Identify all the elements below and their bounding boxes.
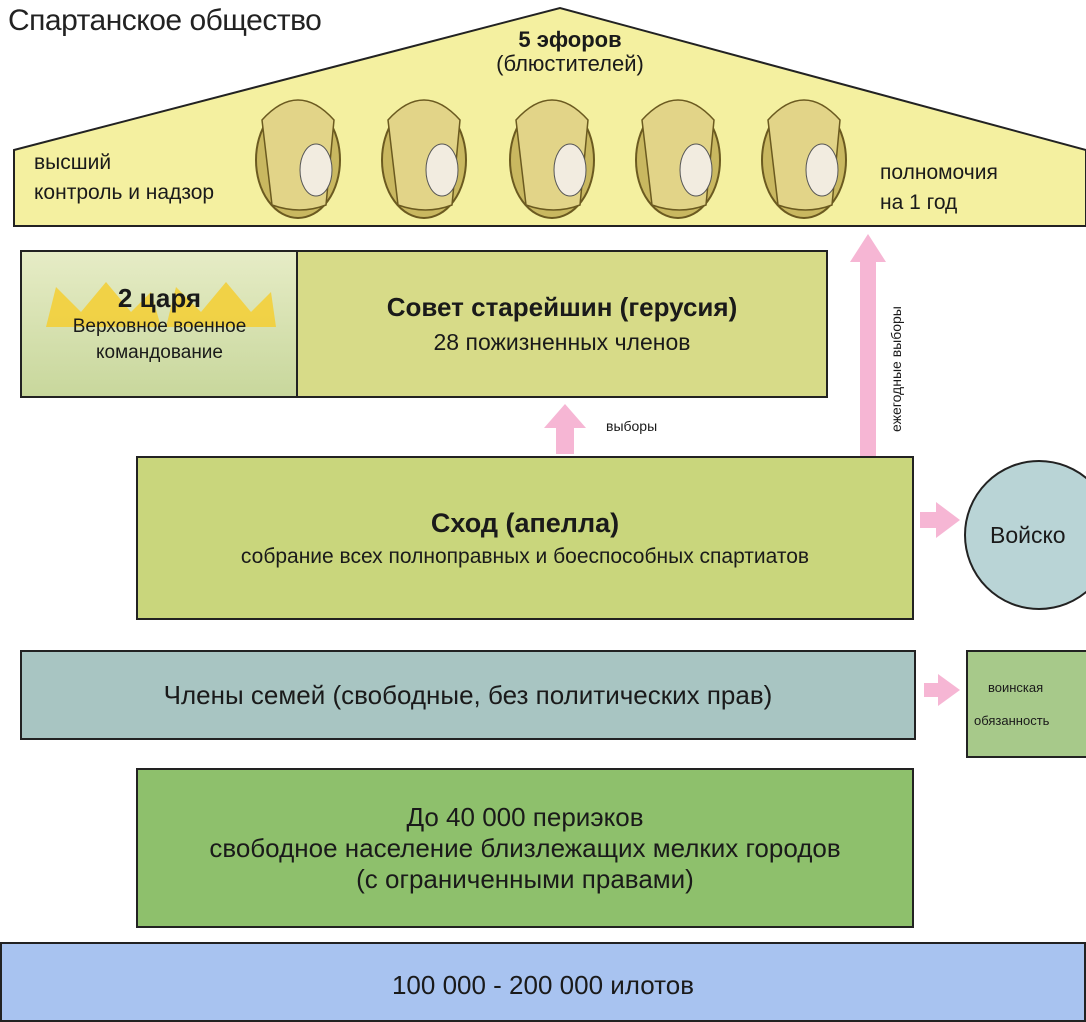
ephors-title: 5 эфоров [518, 27, 622, 52]
army-arrow [920, 502, 960, 538]
annual-elections-label: ежегодные выборы [888, 306, 904, 432]
pediment-roof [13, 6, 1086, 227]
perioeci-box: До 40 000 периэков свободное население б… [136, 768, 914, 928]
perioeci-line2: свободное население близлежащих мелких г… [209, 832, 841, 863]
elections-label: выборы [606, 418, 658, 434]
families-text: Члены семей (свободные, без политических… [163, 679, 773, 710]
kings-box: 2 царя Верховное военное командование [20, 250, 298, 398]
families-box: Члены семей (свободные, без политических… [20, 650, 916, 740]
military-duty-line2: обязанность [974, 713, 1050, 728]
gerousia-box: Совет старейшин (герусия) 28 пожизненных… [296, 250, 828, 398]
helmet-icon [635, 99, 721, 219]
annual-elections-arrow [850, 234, 886, 456]
helots-box: 100 000 - 200 000 илотов [0, 942, 1086, 1022]
helmet-icon [255, 99, 341, 219]
ephors-term-line1: полномочия [880, 161, 998, 184]
gerousia-subtitle: 28 пожизненных членов [433, 329, 691, 355]
helmet-icon [761, 99, 847, 219]
duty-arrow [924, 674, 960, 706]
apella-title: Сход (апелла) [430, 507, 620, 538]
ephors-term-line2: на 1 год [880, 191, 958, 214]
kings-title: 2 царя [117, 282, 202, 313]
army-circle: Войско [964, 460, 1086, 610]
ephors-label: 5 эфоров (блюстителей) [470, 28, 670, 76]
ephors-control-text: высший контроль и надзор [34, 148, 214, 208]
military-duty-box: воинская обязанность [966, 650, 1086, 758]
helmet-icon [509, 99, 595, 219]
kings-line1: Верховное военное [72, 315, 247, 337]
apella-box: Сход (апелла) собрание всех полноправных… [136, 456, 914, 620]
ephors-subtitle: (блюстителей) [496, 51, 644, 76]
diagram-title: Спартанское общество [8, 4, 322, 37]
kings-line2: командование [96, 341, 223, 363]
military-duty-line1: воинская [988, 680, 1044, 695]
perioeci-line3: (с ограниченными правами) [356, 863, 694, 894]
ephors-term-text: полномочия на 1 год [880, 158, 998, 218]
ephors-control-line1: высший [34, 151, 112, 174]
elections-arrow [544, 404, 586, 454]
army-label: Войско [990, 521, 1066, 548]
crown-icon [46, 282, 276, 327]
gerousia-title: Совет старейшин (герусия) [386, 292, 738, 322]
perioeci-line1: До 40 000 периэков [406, 801, 644, 832]
ephors-control-line2: контроль и надзор [34, 181, 215, 204]
helots-text: 100 000 - 200 000 илотов [391, 970, 695, 1000]
apella-subtitle: собрание всех полноправных и боеспособны… [240, 544, 810, 568]
helmet-icon [381, 99, 467, 219]
